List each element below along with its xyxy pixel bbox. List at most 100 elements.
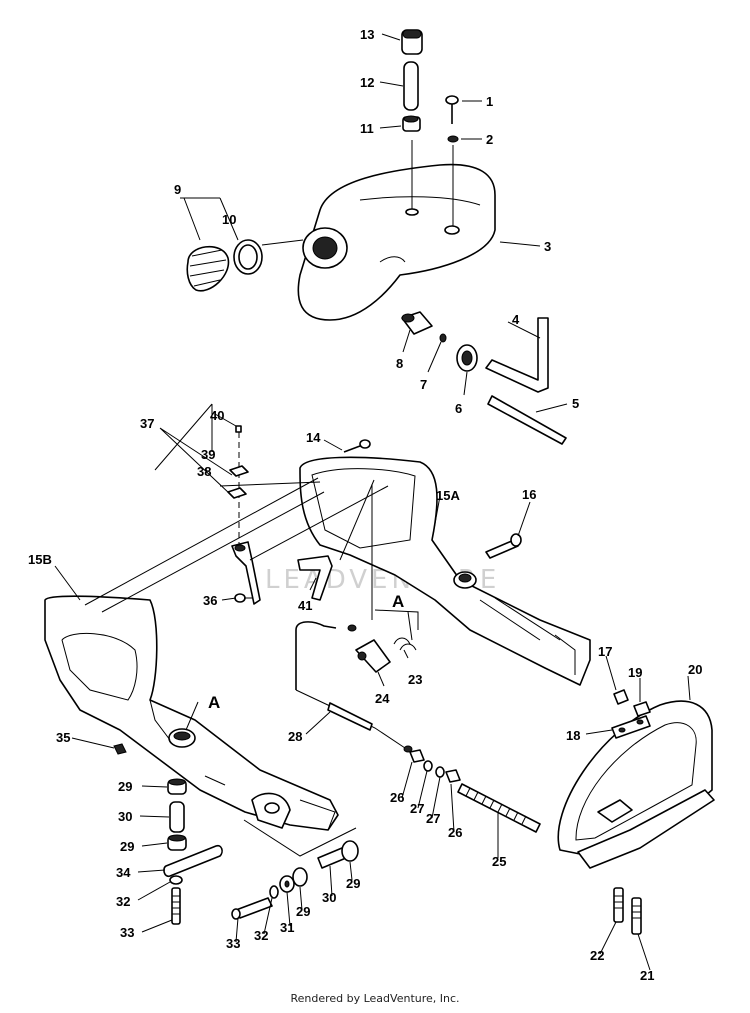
callout-22: 22 [590, 948, 604, 963]
assembly-lines [84, 477, 419, 857]
part-14-screw [343, 439, 371, 453]
part-35-nut [113, 743, 127, 755]
callout-31: 31 [280, 920, 294, 935]
part-26-nut-left [409, 749, 425, 763]
part-29-grommet-bottom [292, 867, 308, 887]
callout-34: 34 [116, 865, 131, 880]
part-4-bent-tube [485, 317, 549, 393]
callout-30-b: 30 [322, 890, 336, 905]
part-36-screw [234, 593, 252, 603]
callout-A-lower: A [208, 693, 220, 712]
callout-38: 38 [197, 464, 211, 479]
part-28-throttle-cable [295, 621, 413, 753]
part-15B-handle [44, 595, 339, 831]
callout-33-b: 33 [226, 936, 240, 951]
part-24-lever [355, 639, 391, 673]
part-20-front-handle [557, 700, 715, 869]
callout-9: 9 [174, 182, 181, 197]
part-10-gasket [233, 239, 304, 275]
part-39-nut [229, 465, 249, 477]
callout-2: 2 [486, 132, 493, 147]
callout-27-b: 27 [426, 811, 440, 826]
callout-10: 10 [222, 212, 236, 227]
part-31-washer [279, 875, 295, 893]
callout-36: 36 [203, 593, 217, 608]
callout-15A: 15A [436, 488, 460, 503]
callout-5: 5 [572, 396, 579, 411]
part-19-nut [633, 701, 651, 717]
callout-12: 12 [360, 75, 374, 90]
callout-23: 23 [408, 672, 422, 687]
part-29-grommet-lower [167, 834, 187, 851]
part-25-threaded-rod [457, 783, 541, 833]
part-33-bolt [171, 887, 181, 925]
part-13-knob [401, 29, 423, 55]
part-29-grommet-upper [167, 778, 187, 795]
callout-14: 14 [306, 430, 321, 445]
part-6-grommet [456, 344, 478, 372]
callout-11: 11 [360, 121, 374, 136]
part-30-spacer-upper [169, 801, 185, 833]
part-1-screw [445, 95, 459, 124]
part-9-fuel-cap [186, 245, 230, 292]
part-40-screw [235, 425, 242, 550]
part-33-bolt-horizontal [231, 897, 273, 920]
callout-27-a: 27 [410, 801, 424, 816]
callout-41: 41 [298, 598, 312, 613]
part-22-bolt [613, 887, 624, 923]
callout-24: 24 [375, 691, 390, 706]
callout-33-a: 33 [120, 925, 134, 940]
part-8-fitting [401, 311, 433, 335]
part-32-washer-bottom [269, 885, 279, 899]
part-17-nut [613, 689, 629, 705]
callout-28: 28 [288, 729, 302, 744]
callout-19: 19 [628, 665, 642, 680]
part-29-grommet-end [341, 840, 359, 862]
callout-30-a: 30 [118, 809, 132, 824]
callout-29-b: 29 [120, 839, 134, 854]
callout-26-a: 26 [390, 790, 404, 805]
part-12-tube [403, 61, 419, 111]
callout-32-a: 32 [116, 894, 130, 909]
leader-lines [54, 33, 691, 971]
callout-17: 17 [598, 644, 612, 659]
part-27-washer-left [423, 760, 433, 772]
callout-4: 4 [512, 312, 520, 327]
callout-32-b: 32 [254, 928, 268, 943]
part-16-screw [485, 533, 522, 559]
callout-13: 13 [360, 27, 374, 42]
callout-8: 8 [396, 356, 403, 371]
callout-7: 7 [420, 377, 427, 392]
part-21-bolt [631, 897, 642, 935]
callout-6: 6 [455, 401, 462, 416]
callout-21: 21 [640, 968, 654, 983]
part-bracket [231, 541, 261, 605]
callout-15B: 15B [28, 552, 52, 567]
part-27-washer-right [435, 766, 445, 778]
callout-26-b: 26 [448, 825, 462, 840]
callout-37: 37 [140, 416, 154, 431]
part-18-clamp [611, 715, 651, 739]
callout-20: 20 [688, 662, 702, 677]
part-26-nut-right [445, 769, 461, 783]
callout-29-c: 29 [346, 876, 360, 891]
part-3-fuel-tank [297, 140, 496, 321]
callout-1: 1 [486, 94, 493, 109]
part-38-clip [227, 487, 247, 499]
callout-39: 39 [201, 447, 215, 462]
callout-25: 25 [492, 854, 506, 869]
part-11-grommet [402, 115, 421, 132]
part-23-spring [393, 611, 417, 651]
callout-40: 40 [210, 408, 224, 423]
part-32-washer [169, 875, 183, 885]
callout-29-a: 29 [118, 779, 132, 794]
part-2-washer [447, 135, 459, 143]
footer-credit: Rendered by LeadVenture, Inc. [290, 992, 460, 1005]
callout-3: 3 [544, 239, 551, 254]
part-7-oring [439, 333, 447, 343]
callout-A-upper: A [392, 592, 404, 611]
callout-16: 16 [522, 487, 536, 502]
callout-18: 18 [566, 728, 580, 743]
callout-29-d: 29 [296, 904, 310, 919]
